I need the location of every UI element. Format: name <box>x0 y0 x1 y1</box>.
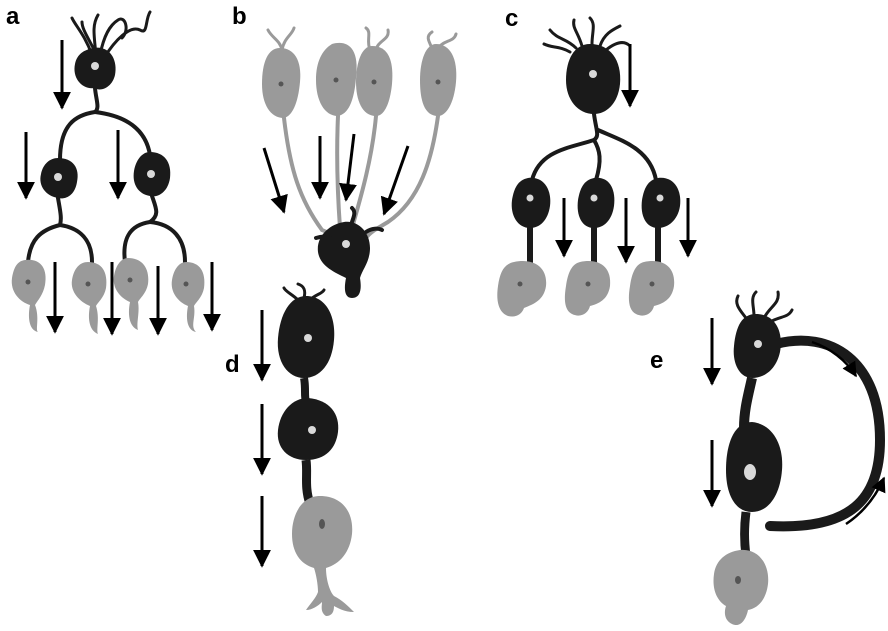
target-neuron <box>714 550 769 625</box>
panel-label-b: b <box>232 3 247 30</box>
axon <box>745 512 747 556</box>
target-neuron <box>292 496 354 616</box>
panel-label-a: a <box>6 3 20 30</box>
nucleus <box>735 576 741 584</box>
panel-b: b <box>232 3 456 298</box>
axon <box>28 196 185 262</box>
nucleus <box>754 340 762 348</box>
axon <box>532 114 656 180</box>
nucleus <box>308 426 316 434</box>
dendrites <box>268 28 456 50</box>
axon <box>284 116 438 240</box>
neuron-soma <box>318 222 370 298</box>
intermediate-neurons <box>512 178 681 228</box>
target-neurons <box>12 258 205 334</box>
recurrent-loop <box>770 341 880 527</box>
panel-d: d <box>225 284 354 616</box>
panel-a: a <box>6 3 212 334</box>
nucleus <box>744 464 756 480</box>
nucleus <box>342 240 350 248</box>
nucleus <box>26 278 189 287</box>
panel-c: c <box>497 5 688 317</box>
source-neurons <box>262 43 456 118</box>
loop-arrows <box>812 342 884 524</box>
neuron-soma <box>566 44 620 114</box>
panel-label-e: e <box>650 347 663 374</box>
panel-label-c: c <box>505 5 518 32</box>
axon <box>306 460 310 504</box>
nucleus <box>304 334 312 342</box>
neuron-soma <box>278 398 338 460</box>
panel-label-d: d <box>225 351 240 378</box>
nucleus <box>91 62 99 70</box>
axon <box>530 228 658 262</box>
nucleus <box>54 173 62 181</box>
nucleus <box>319 519 325 529</box>
nucleus <box>147 170 155 178</box>
nucleus <box>589 70 597 78</box>
target-neurons <box>497 261 674 317</box>
panel-e: e <box>650 292 884 625</box>
dendrites <box>72 12 150 58</box>
axon <box>744 378 752 428</box>
axon <box>60 88 150 160</box>
